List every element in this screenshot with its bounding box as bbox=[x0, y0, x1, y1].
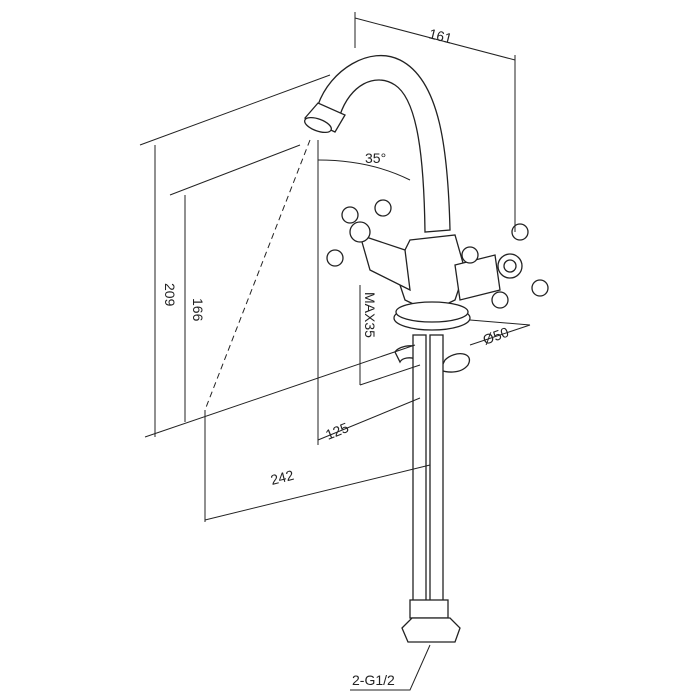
dim-base-diameter-label: Ø50 bbox=[481, 324, 512, 348]
dim-max-thickness-label: MAX35 bbox=[362, 292, 378, 338]
hose-nut bbox=[401, 617, 461, 643]
connection-label: 2-G1/2 bbox=[352, 672, 395, 688]
left-valve bbox=[359, 233, 411, 292]
left-handle bbox=[326, 199, 392, 267]
dim-reach-inner-label: 125 bbox=[323, 419, 351, 443]
supply-hose-right bbox=[429, 334, 444, 626]
faucet bbox=[303, 54, 549, 643]
dim-angle-label: 35° bbox=[365, 150, 386, 166]
dimension-lines bbox=[139, 12, 531, 691]
right-valve bbox=[454, 254, 501, 301]
dim-height-total-label: 209 bbox=[162, 283, 178, 307]
dim-reach-total-label: 242 bbox=[269, 467, 296, 488]
spout bbox=[317, 54, 451, 233]
aerator-outlet bbox=[304, 116, 332, 134]
dim-width-label: 161 bbox=[427, 25, 454, 46]
dim-height-spout-label: 166 bbox=[190, 298, 206, 322]
supply-hose-left bbox=[412, 334, 427, 626]
right-handle bbox=[461, 223, 549, 309]
